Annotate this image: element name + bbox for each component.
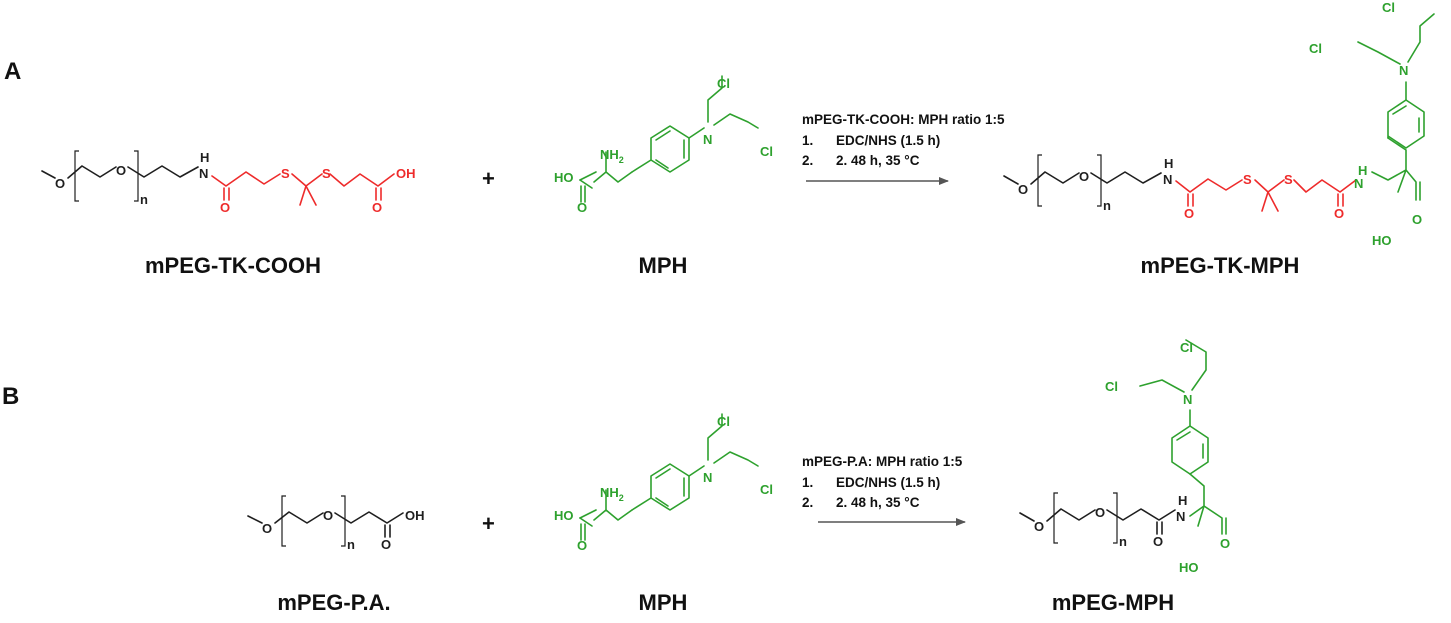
atom-o: O (1184, 206, 1194, 221)
atom-n: N (1176, 509, 1185, 524)
repeat-bracket-right (1097, 154, 1102, 207)
atom-cl: Cl (717, 76, 730, 91)
atom-nh2: NH2 (600, 485, 624, 503)
step2-text: 2. 48 h, 35 °C (836, 153, 920, 168)
atom-o: O (1018, 182, 1028, 197)
product-name: mPEG-TK-MPH (1141, 253, 1300, 278)
atom-cl: Cl (1180, 340, 1193, 355)
atom-n: N (1354, 176, 1363, 191)
repeat-n: n (1119, 534, 1127, 549)
repeat-bracket-left (74, 150, 79, 202)
atom-o: O (577, 538, 587, 553)
atom-s: S (1284, 172, 1293, 187)
atom-h: H (1178, 493, 1187, 508)
atom-n: N (703, 132, 712, 147)
atom-s: S (281, 166, 290, 181)
reaction-conditions: mPEG-P.A: MPH ratio 1:5 1. EDC/NHS (1.5 … (802, 454, 963, 510)
reactant1-name: mPEG-TK-COOH (145, 253, 321, 278)
atom-ho: HO (554, 170, 574, 185)
repeat-n: n (347, 537, 355, 552)
atom-cl: Cl (717, 414, 730, 429)
repeat-n: n (1103, 198, 1111, 213)
atom-o: O (372, 200, 382, 215)
atom-s: S (322, 166, 331, 181)
step2-number: 2. (802, 495, 813, 510)
reaction-conditions: mPEG-TK-COOH: MPH ratio 1:5 1. EDC/NHS (… (802, 112, 1005, 168)
molecule-mpeg-tk-mph: O O n H N O S S O H N HO O N Cl Cl (1003, 0, 1435, 248)
atom-oh: OH (396, 166, 416, 181)
atom-h: H (1164, 156, 1173, 171)
atom-o: O (1412, 212, 1422, 227)
atom-n: N (199, 166, 208, 181)
step1-text: EDC/NHS (1.5 h) (836, 475, 940, 490)
atom-o: O (1034, 519, 1044, 534)
atom-s: S (1243, 172, 1252, 187)
atom-o: O (381, 537, 391, 552)
atom-o: O (1079, 169, 1089, 184)
conditions-title: mPEG-P.A: MPH ratio 1:5 (802, 454, 963, 469)
atom-o: O (1220, 536, 1230, 551)
conditions-title: mPEG-TK-COOH: MPH ratio 1:5 (802, 112, 1005, 127)
product-name: mPEG-MPH (1052, 590, 1174, 615)
molecule-mpeg-mph: O O O n H N HO O N Cl Cl (1019, 339, 1230, 575)
plus-sign: + (482, 511, 495, 536)
step2-number: 2. (802, 153, 813, 168)
repeat-bracket-right (134, 150, 139, 202)
repeat-bracket-left (1037, 154, 1042, 207)
atom-o: O (1334, 206, 1344, 221)
reactant2-name: MPH (639, 590, 688, 615)
atom-o: O (262, 521, 272, 536)
molecule-mpeg-pa: O O O OH n (247, 495, 425, 552)
repeat-bracket-left (1053, 492, 1058, 544)
atom-cl: Cl (760, 482, 773, 497)
atom-o: O (220, 200, 230, 215)
atom-nh2: NH2 (600, 147, 624, 165)
panel-a-label: A (4, 58, 21, 85)
atom-ho: HO (554, 508, 574, 523)
atom-h: H (200, 150, 209, 165)
molecule-mph: HO O NH2 N Cl Cl (554, 413, 773, 553)
repeat-bracket-right (1113, 492, 1118, 544)
atom-cl: Cl (1382, 0, 1395, 15)
reactant1-name: mPEG-P.A. (277, 590, 390, 615)
atom-cl: Cl (1105, 379, 1118, 394)
repeat-n: n (140, 192, 148, 207)
repeat-bracket-left (281, 495, 286, 547)
atom-n: N (1399, 63, 1408, 78)
atom-n: N (1163, 172, 1172, 187)
atom-o: O (55, 176, 65, 191)
atom-o: O (1153, 534, 1163, 549)
step1-number: 1. (802, 133, 813, 148)
atom-o: O (1095, 505, 1105, 520)
atom-o: O (323, 508, 333, 523)
atom-o: O (577, 200, 587, 215)
atom-cl: Cl (760, 144, 773, 159)
step2-text: 2. 48 h, 35 °C (836, 495, 920, 510)
step1-text: EDC/NHS (1.5 h) (836, 133, 940, 148)
atom-h: H (1358, 163, 1367, 178)
atom-cl: Cl (1309, 41, 1322, 56)
atom-o: O (116, 163, 126, 178)
atom-ho: HO (1179, 560, 1199, 575)
repeat-bracket-right (341, 495, 346, 547)
molecule-mpeg-tk-cooh: O O n H N O S S O OH (41, 150, 416, 215)
plus-sign: + (482, 166, 495, 191)
step1-number: 1. (802, 475, 813, 490)
reactant2-name: MPH (639, 253, 688, 278)
panel-b-label: B (2, 383, 19, 410)
atom-oh: OH (405, 508, 425, 523)
atom-n: N (1183, 392, 1192, 407)
molecule-mph: HO O NH2 N Cl Cl (554, 75, 773, 215)
atom-ho: HO (1372, 233, 1392, 248)
atom-n: N (703, 470, 712, 485)
